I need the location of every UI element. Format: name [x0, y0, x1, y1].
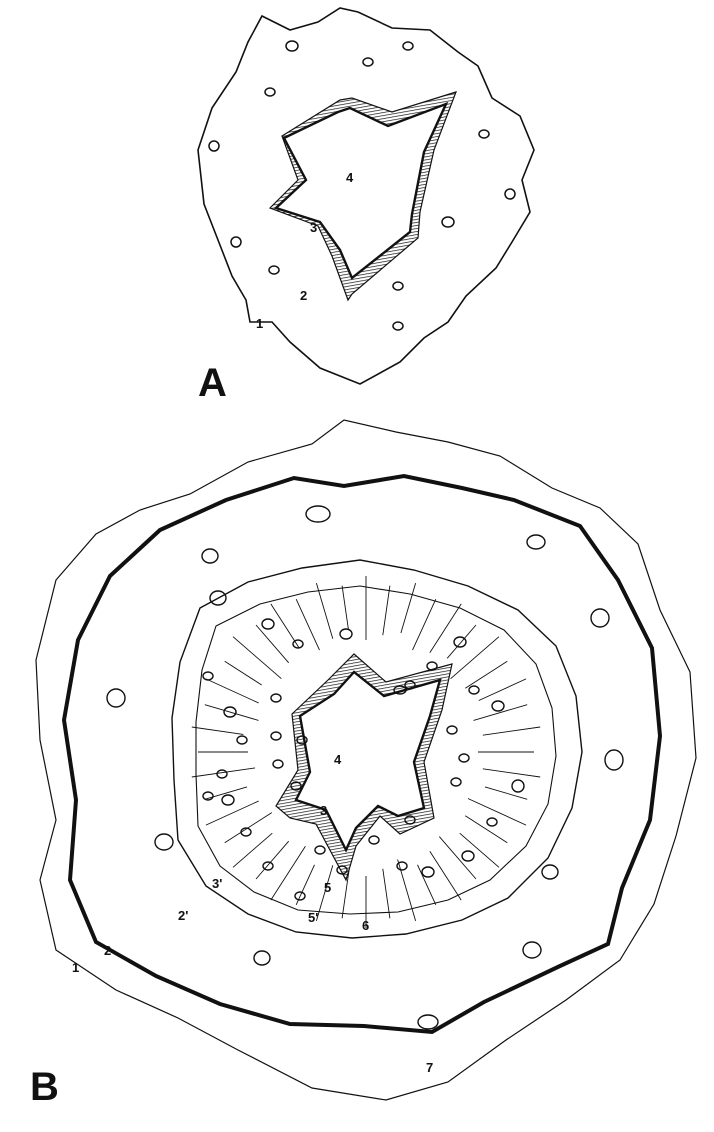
panel-b-ray	[483, 727, 540, 735]
panel-b-label-3: 3	[320, 803, 327, 818]
panel-b-ray	[474, 705, 528, 721]
panel-b-ray	[479, 679, 526, 701]
panel-b-bundle	[418, 1015, 438, 1029]
panel-b-label-1: 1	[72, 960, 79, 975]
panel-b-bundle	[447, 726, 457, 734]
panel-b-label-4: 4	[334, 752, 342, 767]
panel-b-ray	[485, 787, 527, 799]
panel-b-ray	[296, 865, 314, 905]
panel-a-label-4: 4	[346, 170, 354, 185]
panel-b-bundle	[315, 846, 325, 854]
panel-b-ray	[233, 637, 281, 679]
panel-b-ray	[460, 833, 499, 867]
panel-b-bundle	[459, 754, 469, 762]
panel-b-ray	[296, 599, 319, 650]
panel-b-ray	[465, 816, 507, 843]
panel-b-bundle	[254, 951, 270, 965]
panel-b-bundle	[427, 662, 437, 670]
panel-b-ray	[451, 637, 499, 679]
panel-b-bundle	[542, 865, 558, 879]
panel-b-bundle	[271, 694, 281, 702]
panel-b-label-5: 5	[324, 880, 331, 895]
panel-b-bundle	[527, 535, 545, 549]
panel-b-ray	[342, 586, 348, 630]
panel-b-ray	[401, 583, 416, 633]
panel-b-bundle	[271, 732, 281, 740]
panel-b-bundle	[369, 836, 379, 844]
panel-b-bundle	[306, 506, 330, 522]
panel-b-bundle	[217, 770, 227, 778]
panel-b-bundle	[451, 778, 461, 786]
panel-b-label-5p: 5'	[308, 910, 318, 925]
panel-b-label-3p: 3'	[212, 876, 222, 891]
panel-b-bundle	[263, 862, 273, 870]
panel-b-bundle	[340, 629, 352, 639]
panel-b-bundle	[397, 862, 407, 870]
panel-b-ray	[256, 625, 289, 663]
panel-b-bundle	[202, 549, 218, 563]
panel-b-label-7: 7	[426, 1060, 433, 1075]
panel-b-bundle	[487, 818, 497, 826]
panel-b-letter: B	[30, 1065, 59, 1109]
panel-b-ray	[192, 768, 255, 777]
panel-a-label-3: 3	[310, 220, 317, 235]
panel-b-bundle	[469, 686, 479, 694]
panel-b-ray	[465, 661, 507, 688]
panel-b-bundle	[512, 780, 524, 792]
panel-b-ray	[447, 625, 476, 658]
panel-b-bundle	[605, 750, 623, 770]
panel-b-ray	[256, 841, 289, 879]
panel-b-bundle	[273, 760, 283, 768]
panel-b-ray	[483, 769, 540, 777]
panel-b-ray	[206, 801, 259, 825]
panel-b-ray	[418, 865, 436, 905]
panel-b-bundle	[523, 942, 541, 958]
panel-b-ray	[316, 583, 332, 639]
panel-b-bundle	[591, 609, 609, 627]
panel-b-bundle	[222, 795, 234, 805]
panel-b-label-2: 2	[104, 943, 111, 958]
panel-b-bundle	[155, 834, 173, 850]
panel-b-ray	[413, 599, 436, 650]
panel-b-ray	[430, 851, 461, 900]
panel-a-label-1: 1	[256, 316, 263, 331]
panel-b-bundle	[262, 619, 274, 629]
panel-b: 1 2 2' 3 3' 4 5 5' 6 7 B	[30, 420, 696, 1109]
panel-a: 1 2 3 4 A	[198, 8, 534, 405]
panel-b-ray	[225, 661, 262, 685]
panel-b-bundle	[454, 637, 466, 647]
panel-b-label-2p: 2'	[178, 908, 188, 923]
panel-b-bundle	[422, 867, 434, 877]
panel-b-ray	[192, 727, 244, 734]
panel-b-bundle	[203, 672, 213, 680]
panel-b-bundle	[237, 736, 247, 744]
panel-a-letter: A	[198, 361, 227, 405]
panel-b-bundle	[107, 689, 125, 707]
panel-a-label-2: 2	[300, 288, 307, 303]
panel-b-ray	[383, 586, 390, 636]
panel-b-bundle	[492, 701, 504, 711]
panel-b-label-6: 6	[362, 918, 369, 933]
panel-b-bundle	[462, 851, 474, 861]
panel-b-ray	[206, 679, 259, 703]
panel-b-ray	[383, 869, 390, 919]
